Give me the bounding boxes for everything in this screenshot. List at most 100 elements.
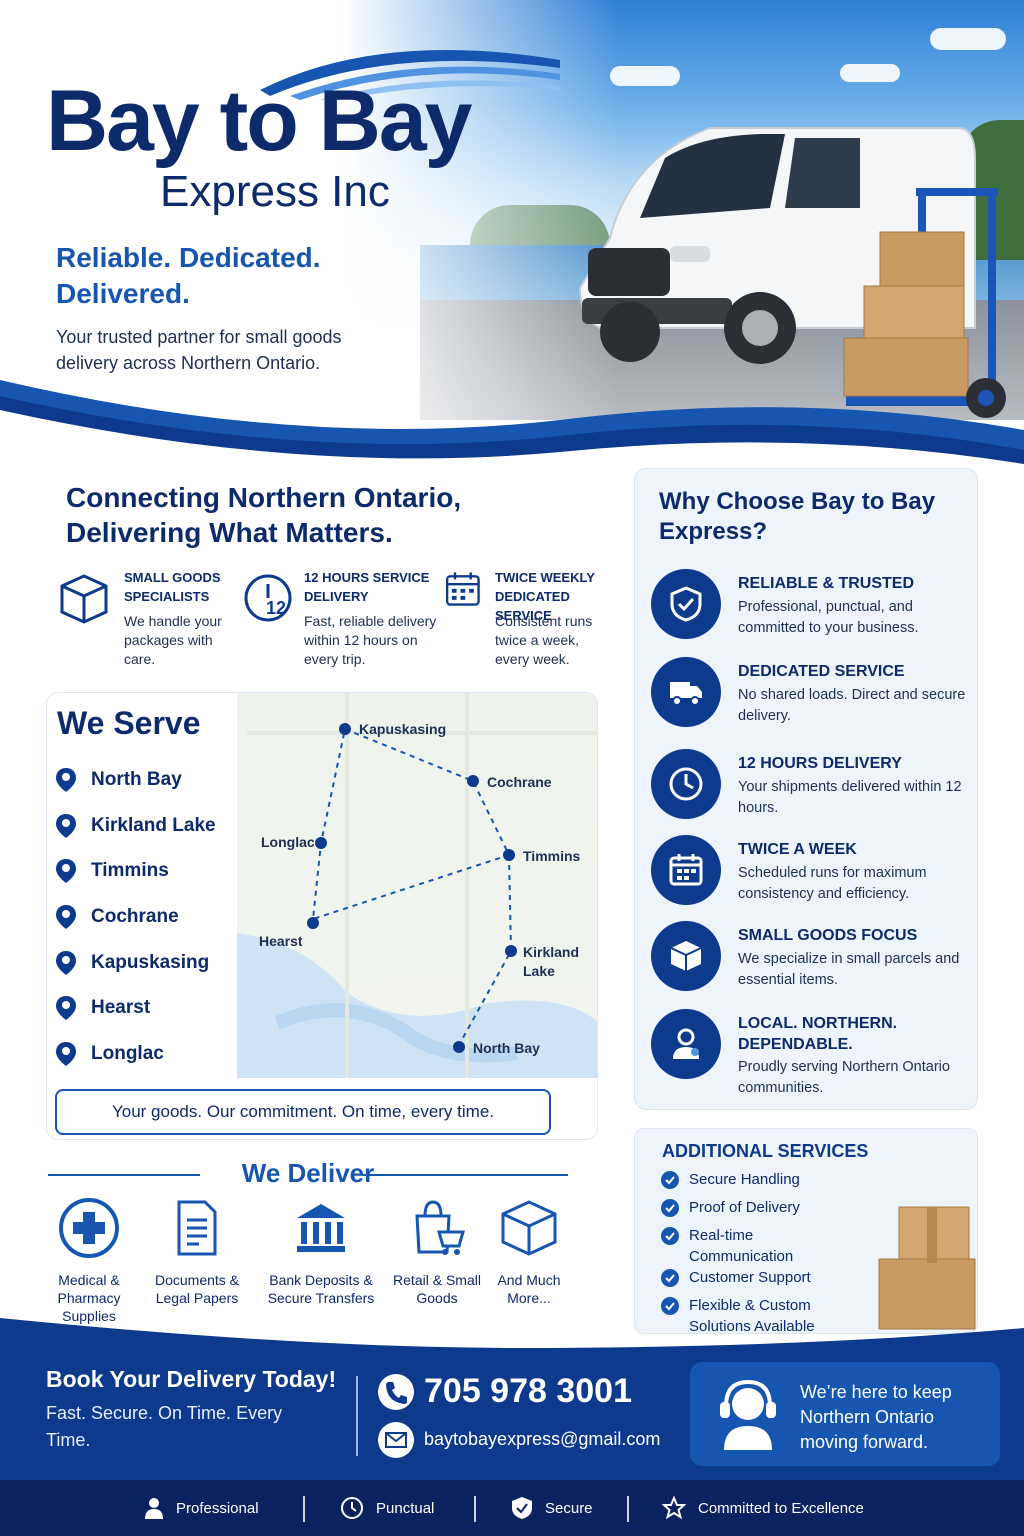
feature-small-goods: SMALL GOODS SPECIALISTS We handle your p… xyxy=(56,568,236,668)
additional-label: Secure Handling xyxy=(689,1171,800,1188)
phone-number[interactable]: 705 978 3001 xyxy=(424,1372,632,1410)
additional-item: Secure Handling xyxy=(661,1169,861,1197)
deliver-label: Documents & Legal Papers xyxy=(154,1272,240,1306)
locations-list: North Bay Kirkland Lake Timmins Cochrane… xyxy=(55,757,216,1077)
why-heading: TWICE A WEEK xyxy=(738,841,857,858)
location-label: North Bay xyxy=(91,768,182,790)
why-heading: DEDICATED SERVICE xyxy=(738,663,905,680)
headset-agent-icon xyxy=(720,1379,776,1450)
why-heading: LOCAL. NORTHERN. DEPENDABLE. xyxy=(738,1015,898,1053)
check-icon xyxy=(661,1227,679,1245)
additional-label: Proof of Delivery xyxy=(689,1199,800,1216)
why-heading: SMALL GOODS FOCUS xyxy=(738,927,918,944)
footer-item: Secure xyxy=(511,1480,593,1536)
feature-twice-weekly: TWICE WEEKLY DEDICATED SERVICE Consisten… xyxy=(444,568,620,668)
phone-icon xyxy=(378,1374,414,1410)
calendar-icon xyxy=(445,572,480,606)
intro-text: Your trusted partner for small goods del… xyxy=(56,327,342,373)
additional-item: Real-time Communication xyxy=(661,1225,861,1267)
additional-item: Flexible & Custom Solutions Available xyxy=(661,1295,861,1334)
support-text: We’re here to keep Northern Ontario movi… xyxy=(800,1382,952,1452)
deliver-item: Medical & Pharmacy Supplies xyxy=(34,1196,144,1325)
section-title: Connecting Northern Ontario, Delivering … xyxy=(66,482,462,548)
clock-icon xyxy=(341,1497,363,1519)
additional-label: Real-time Communication xyxy=(689,1227,794,1265)
location-label: Kapuskasing xyxy=(91,951,210,973)
medical-cross-icon xyxy=(59,1198,119,1258)
additional-item: Customer Support xyxy=(661,1267,861,1295)
we-serve-card: We Serve North Bay Kirkland Lake Timmins… xyxy=(46,692,598,1140)
bank-icon xyxy=(297,1204,345,1252)
location-item: Cochrane xyxy=(55,894,216,940)
hero-wave xyxy=(0,380,1024,470)
deliver-item: And Much More... xyxy=(486,1196,572,1307)
map-pin-longlac xyxy=(315,837,327,849)
additional-title: ADDITIONAL SERVICES xyxy=(662,1141,869,1161)
location-item: Kirkland Lake xyxy=(55,803,216,849)
location-label: Timmins xyxy=(91,860,169,882)
check-icon xyxy=(661,1297,679,1315)
feature-desc: We handle your packages with care. xyxy=(124,613,222,667)
clock-12-icon: 12 xyxy=(244,574,292,622)
we-deliver-title: We Deliver xyxy=(241,1158,375,1188)
why-text: Professional, punctual, and committed to… xyxy=(738,599,919,636)
deliver-label: Bank Deposits & Secure Transfers xyxy=(267,1272,375,1306)
footer-label: Committed to Excellence xyxy=(698,1499,864,1517)
location-label: Kirkland Lake xyxy=(91,814,216,836)
cloud xyxy=(610,66,680,86)
deliver-label: Retail & Small Goods xyxy=(393,1272,481,1306)
commitment-banner: Your goods. Our commitment. On time, eve… xyxy=(55,1089,551,1135)
map-pin-kapuskasing xyxy=(339,723,351,735)
boxes-image xyxy=(878,1206,976,1330)
map-label-kapuskasing: Kapuskasing xyxy=(359,721,447,737)
divider xyxy=(362,1174,568,1176)
map-pin-icon xyxy=(56,904,76,929)
hand-truck-boxes-image xyxy=(843,188,1006,418)
additional-label: Flexible & Custom Solutions Available xyxy=(689,1297,815,1334)
delivery-van-image xyxy=(578,127,976,364)
svg-text:12: 12 xyxy=(266,598,286,618)
deliver-label: Medical & Pharmacy Supplies xyxy=(57,1272,121,1324)
why-text: No shared loads. Direct and secure deliv… xyxy=(738,687,966,724)
location-item: North Bay xyxy=(55,757,216,803)
map-pin-icon xyxy=(56,859,76,884)
feature-desc: Fast, reliable delivery within 12 hours … xyxy=(304,613,437,667)
shield-icon xyxy=(670,586,702,622)
box-icon xyxy=(501,1200,557,1256)
feature-12-hours: 12 12 HOURS SERVICE DELIVERY Fast, relia… xyxy=(242,568,438,668)
check-icon xyxy=(661,1171,679,1189)
check-icon xyxy=(661,1199,679,1217)
map-pin-cochrane xyxy=(467,775,479,787)
footer-strip: Professional Punctual Secure Committed t… xyxy=(0,1480,1024,1536)
map-label-timmins: Timmins xyxy=(523,848,581,864)
footer-label: Secure xyxy=(545,1499,593,1517)
feature-title: 12 HOURS SERVICE DELIVERY xyxy=(304,570,430,604)
map-label-cochrane: Cochrane xyxy=(487,774,552,790)
additional-services-card: ADDITIONAL SERVICES Secure Handling Proo… xyxy=(634,1128,978,1334)
email-address[interactable]: baytobayexpress@gmail.com xyxy=(424,1429,661,1449)
map-pin-icon xyxy=(56,767,76,792)
box-icon xyxy=(670,941,702,971)
brand-name: Bay to Bay xyxy=(46,73,472,169)
why-choose-card: Why Choose Bay to Bay Express? RELIABLE … xyxy=(634,468,978,1110)
deliver-item: Bank Deposits & Secure Transfers xyxy=(260,1196,382,1307)
map-pin-icon xyxy=(56,996,76,1021)
person-pin-icon xyxy=(673,1028,699,1059)
document-icon xyxy=(177,1200,217,1256)
divider xyxy=(474,1496,476,1522)
support-box: We’re here to keep Northern Ontario movi… xyxy=(690,1362,1000,1466)
why-title: Why Choose Bay to Bay Express? xyxy=(659,488,936,545)
map-pin-northbay xyxy=(453,1041,465,1053)
hero-section: Bay to Bay Express Inc Reliable. Dedicat… xyxy=(0,0,1024,470)
footer-item: Committed to Excellence xyxy=(662,1480,864,1536)
location-item: Hearst xyxy=(55,985,216,1031)
feature-desc: Consistent runs twice a week, every week… xyxy=(495,613,593,667)
brand-subtitle: Express Inc xyxy=(160,167,390,216)
divider xyxy=(48,1174,200,1176)
location-label: Cochrane xyxy=(91,905,179,927)
additional-item: Proof of Delivery xyxy=(661,1197,861,1225)
divider xyxy=(356,1376,358,1456)
additional-list: Secure Handling Proof of Delivery Real-t… xyxy=(661,1169,861,1334)
book-title: Book Your Delivery Today! xyxy=(46,1366,337,1392)
map-label-longlac: Longlac xyxy=(261,834,315,850)
